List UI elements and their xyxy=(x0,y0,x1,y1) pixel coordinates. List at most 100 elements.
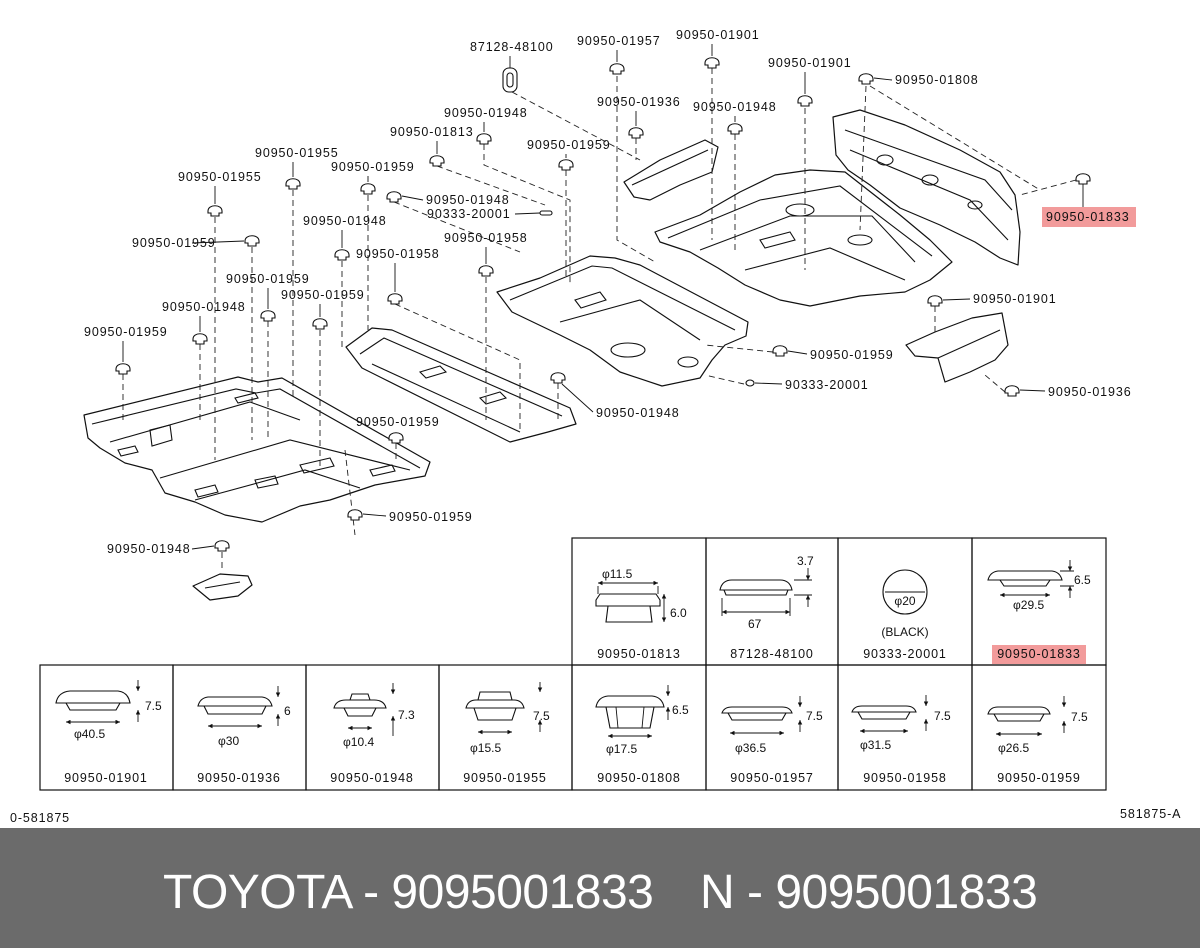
part-cell: 6.5 φ17.5 90950-01808 xyxy=(571,664,707,791)
part-callout: 90950-01948 xyxy=(426,193,510,207)
detail-table: φ11.5 6.0 90950-01813 3.7 67 87128-48100… xyxy=(39,537,1107,791)
plug-icon xyxy=(927,295,943,307)
diameter-dim: φ20 xyxy=(894,594,915,608)
part-number: 90950-01958 xyxy=(863,771,947,785)
alt-part-number: N - 9095001833 xyxy=(700,866,1038,919)
height-dim: 7.5 xyxy=(934,709,951,723)
plug-icon xyxy=(797,95,813,107)
part-callout: 90950-01948 xyxy=(596,406,680,420)
plug-icon xyxy=(347,509,363,521)
part-cell: 7.5 φ40.5 90950-01901 xyxy=(39,664,174,791)
leader-lines xyxy=(122,44,1084,550)
height-dim: 6.5 xyxy=(672,703,689,717)
part-callout: 90950-01936 xyxy=(1048,385,1132,399)
clip-icon xyxy=(745,379,755,387)
part-cell: 6.5 φ29.5 90950-01833 xyxy=(971,537,1107,666)
plug-icon xyxy=(704,57,720,69)
part-callout: 90950-01901 xyxy=(676,28,760,42)
part-number: 90950-01948 xyxy=(330,771,414,785)
grommet-icon xyxy=(502,67,518,93)
part-cell: 7.5 φ31.5 90950-01958 xyxy=(837,664,973,791)
part-cell: 3.7 67 87128-48100 xyxy=(705,537,839,666)
part-callout: 90950-01901 xyxy=(973,292,1057,306)
part-callout: 90950-01948 xyxy=(444,106,528,120)
plug-icon xyxy=(550,372,566,384)
front-floor-cover xyxy=(83,376,431,523)
diameter-dim: φ36.5 xyxy=(735,741,766,755)
part-number: 90950-01936 xyxy=(197,771,281,785)
part-callout: 90950-01957 xyxy=(577,34,661,48)
plug-icon xyxy=(727,123,743,135)
plug-icon xyxy=(1004,385,1020,397)
diameter-dim: φ40.5 xyxy=(74,727,105,741)
part-cell: 7.5 φ15.5 90950-01955 xyxy=(438,664,573,791)
part-number: 90950-01901 xyxy=(64,771,148,785)
plug-icon xyxy=(360,183,376,195)
plug-icon xyxy=(476,133,492,145)
diameter-dim: φ26.5 xyxy=(998,741,1029,755)
part-callout: 90950-01948 xyxy=(693,100,777,114)
part-cell: φ11.5 6.0 90950-01813 xyxy=(571,537,707,666)
diameter-dim: φ15.5 xyxy=(470,741,501,755)
plug-icon xyxy=(334,249,350,261)
diameter-dim: φ31.5 xyxy=(860,738,891,752)
part-callout: 90950-01958 xyxy=(444,231,528,245)
height-dim: 7.5 xyxy=(806,709,823,723)
part-cell: 7.3 φ10.4 90950-01948 xyxy=(305,664,440,791)
height-dim: 7.3 xyxy=(398,708,415,722)
plug-icon xyxy=(858,73,874,85)
height-dim: 6.0 xyxy=(670,606,687,620)
plug-icon xyxy=(214,540,230,552)
part-callout: 90950-01959 xyxy=(281,288,365,302)
height-dim: 6 xyxy=(284,704,291,718)
part-number: 90950-01808 xyxy=(597,771,681,785)
back-panel xyxy=(832,109,1021,266)
height-dim: 7.5 xyxy=(533,709,550,723)
part-callout: 90950-01959 xyxy=(810,348,894,362)
diameter-dim: φ17.5 xyxy=(606,742,637,756)
plug-icon xyxy=(285,178,301,190)
height-dim: 3.7 xyxy=(797,554,814,568)
part-callout: 90950-01948 xyxy=(303,214,387,228)
height-dim: 6.5 xyxy=(1074,573,1091,587)
part-callout: 90950-01936 xyxy=(597,95,681,109)
part-callout: 90333-20001 xyxy=(427,207,511,221)
part-number-highlighted: 90950-01833 xyxy=(997,647,1081,661)
part-callout: 90950-01959 xyxy=(331,160,415,174)
part-callout: 90950-01955 xyxy=(255,146,339,160)
length-dim: 67 xyxy=(748,617,762,631)
plug-icon xyxy=(609,63,625,75)
part-number: 87128-48100 xyxy=(730,647,814,661)
diameter-dim: φ10.4 xyxy=(343,735,374,749)
part-callout: 90950-01808 xyxy=(895,73,979,87)
diameter-dim: φ11.5 xyxy=(602,567,633,581)
part-callout: 90950-01959 xyxy=(527,138,611,152)
part-cell: 6 φ30 90950-01936 xyxy=(172,664,307,791)
plug-icon xyxy=(207,205,223,217)
plug-markers xyxy=(115,57,1091,552)
upper-bracket xyxy=(623,139,719,201)
part-callout-highlighted: 90950-01833 xyxy=(1046,210,1130,224)
side-bracket xyxy=(905,312,1009,383)
part-callout: 90950-01901 xyxy=(768,56,852,70)
part-callout: 90333-20001 xyxy=(785,378,869,392)
plug-icon xyxy=(1075,173,1091,185)
part-callout: 90950-01959 xyxy=(389,510,473,524)
highlight-box xyxy=(992,645,1086,664)
height-dim: 7.5 xyxy=(1071,710,1088,724)
part-callout: 90950-01955 xyxy=(178,170,262,184)
rear-floor-cover xyxy=(496,255,749,387)
small-bracket xyxy=(192,573,253,601)
part-callout: 90950-01959 xyxy=(226,272,310,286)
part-callout: 90950-01813 xyxy=(390,125,474,139)
highlight-box xyxy=(1042,207,1136,227)
assembly-lines xyxy=(122,68,1077,572)
clip-icon xyxy=(539,210,553,216)
part-number: 90333-20001 xyxy=(863,647,947,661)
part-number: 90950-01955 xyxy=(463,771,547,785)
plug-icon xyxy=(192,333,208,345)
plug-icon xyxy=(115,363,131,375)
diameter-dim: φ29.5 xyxy=(1013,598,1044,612)
plug-icon xyxy=(260,310,276,322)
plug-icon xyxy=(628,127,644,139)
